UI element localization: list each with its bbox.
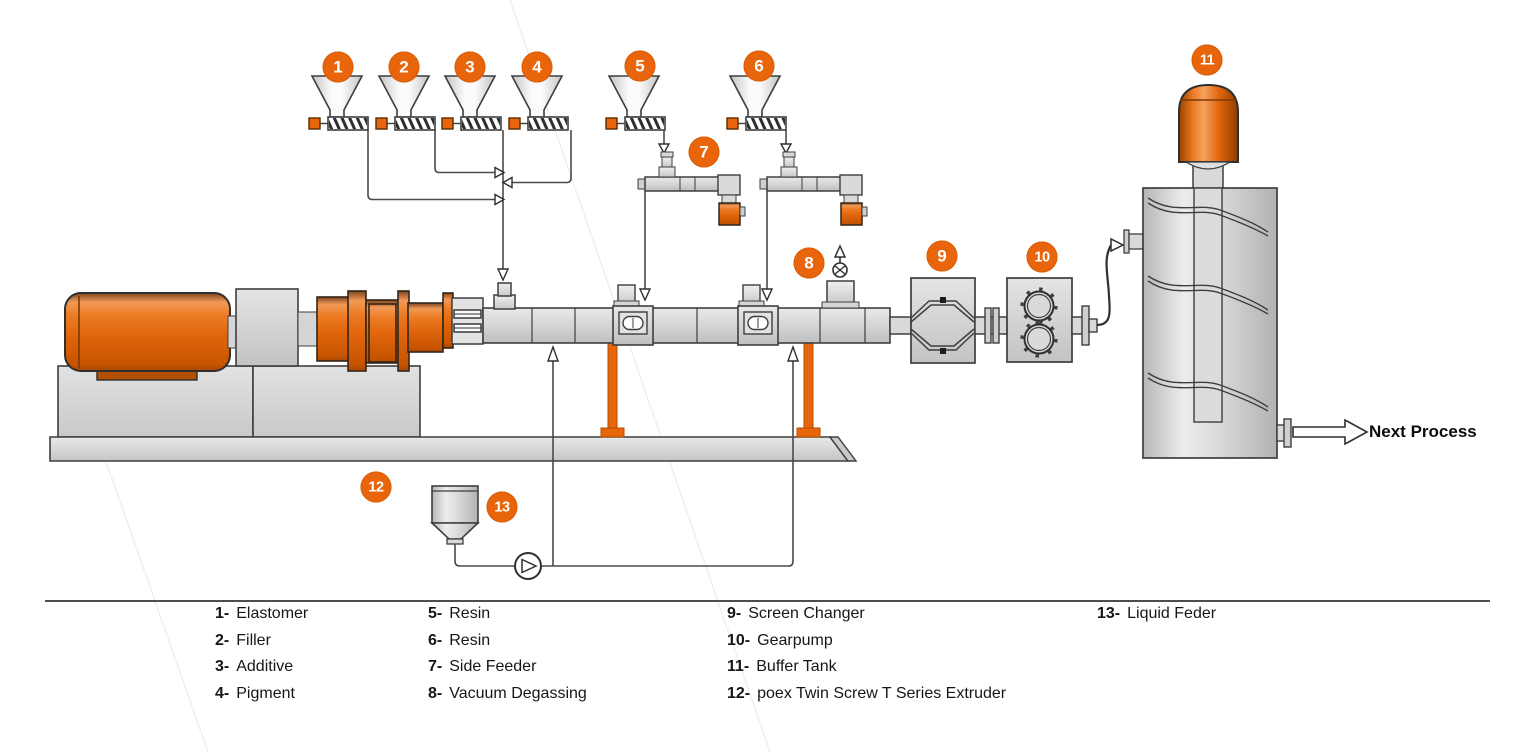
spline-shaft [451, 297, 484, 345]
legend-item-7: 7-Side Feeder [428, 658, 537, 675]
legend-column-3: 9-Screen Changer 10-Gearpump 11-Buffer T… [727, 605, 1006, 711]
badge-2: 2 [388, 51, 420, 83]
liquid-pump [514, 552, 542, 580]
gearpump [1006, 277, 1073, 363]
next-process-arrow [1292, 418, 1369, 446]
legend-item-11: 11-Buffer Tank [727, 658, 837, 675]
badge-9: 9 [926, 240, 958, 272]
gearbox [316, 290, 454, 372]
badge-10: 10 [1026, 241, 1058, 273]
badge-4: 4 [521, 51, 553, 83]
liquid-feeder-tank [429, 485, 481, 545]
legend-item-12: 12-poex Twin Screw T Series Extruder [727, 684, 1007, 702]
badge-12: 12 [360, 471, 392, 503]
liquid-feed-lines [454, 361, 794, 567]
base-frame [49, 365, 858, 462]
buffer-tank [1142, 83, 1292, 459]
side-feeder-1 [637, 151, 746, 226]
badge-6: 6 [743, 50, 775, 82]
badge-11: 11 [1191, 44, 1223, 76]
drive-motor [64, 292, 231, 381]
legend-column-4: 13-Liquid Feder [1097, 605, 1216, 632]
hopper-5 [605, 75, 666, 131]
melt-pipe-1 [889, 316, 912, 335]
next-process-label: Next Process [1369, 422, 1477, 441]
legend-item-2: 2-Filler [215, 631, 271, 649]
side-feed-port-1 [612, 284, 654, 346]
legend-divider [45, 600, 1490, 602]
legend-item-3: 3-Additive [215, 658, 294, 675]
coupling [227, 288, 319, 367]
hopper-4 [508, 75, 569, 131]
legend-item-8: 8-Vacuum Degassing [428, 684, 587, 702]
legend-item-9: 9-Screen Changer [727, 605, 865, 622]
legend-item-6: 6-Resin [428, 631, 491, 649]
side-feeder-drop-arrows [638, 288, 774, 302]
liquid-feed-arrows [547, 344, 799, 362]
screen-changer [910, 277, 976, 364]
feed-port [493, 282, 516, 310]
hopper-1 [308, 75, 369, 131]
legend-item-13: 13-Liquid Feder [1097, 605, 1217, 622]
badge-8: 8 [793, 247, 825, 279]
badge-5: 5 [624, 50, 656, 82]
melt-pipe-2 [974, 307, 1008, 344]
legend-column-1: 1-Elastomer 2-Filler 3-Additive 4-Pigmen… [215, 605, 308, 711]
legend-item-5: 5-Resin [428, 605, 491, 622]
hopper-3 [441, 75, 502, 131]
legend-item-1: 1-Elastomer [215, 605, 309, 622]
melt-pipe-curve [1071, 229, 1144, 346]
legend-item-4: 4-Pigment [215, 684, 295, 702]
side-feeder-drop-lines [644, 191, 768, 289]
feed-line-arrows [494, 143, 793, 282]
legend-item-10: 10-Gearpump [727, 631, 833, 649]
side-feeder-2 [759, 151, 868, 226]
vacuum-degassing-port [821, 244, 860, 309]
badge-1: 1 [322, 51, 354, 83]
extruder-barrel [482, 307, 891, 344]
badge-3: 3 [454, 51, 486, 83]
badge-7: 7 [688, 136, 720, 168]
legend-column-2: 5-Resin 6-Resin 7-Side Feeder 8-Vacuum D… [428, 605, 587, 711]
side-feed-port-2 [737, 284, 779, 346]
hopper-2 [375, 75, 436, 131]
badge-13: 13 [486, 491, 518, 523]
hopper-6 [726, 75, 787, 131]
